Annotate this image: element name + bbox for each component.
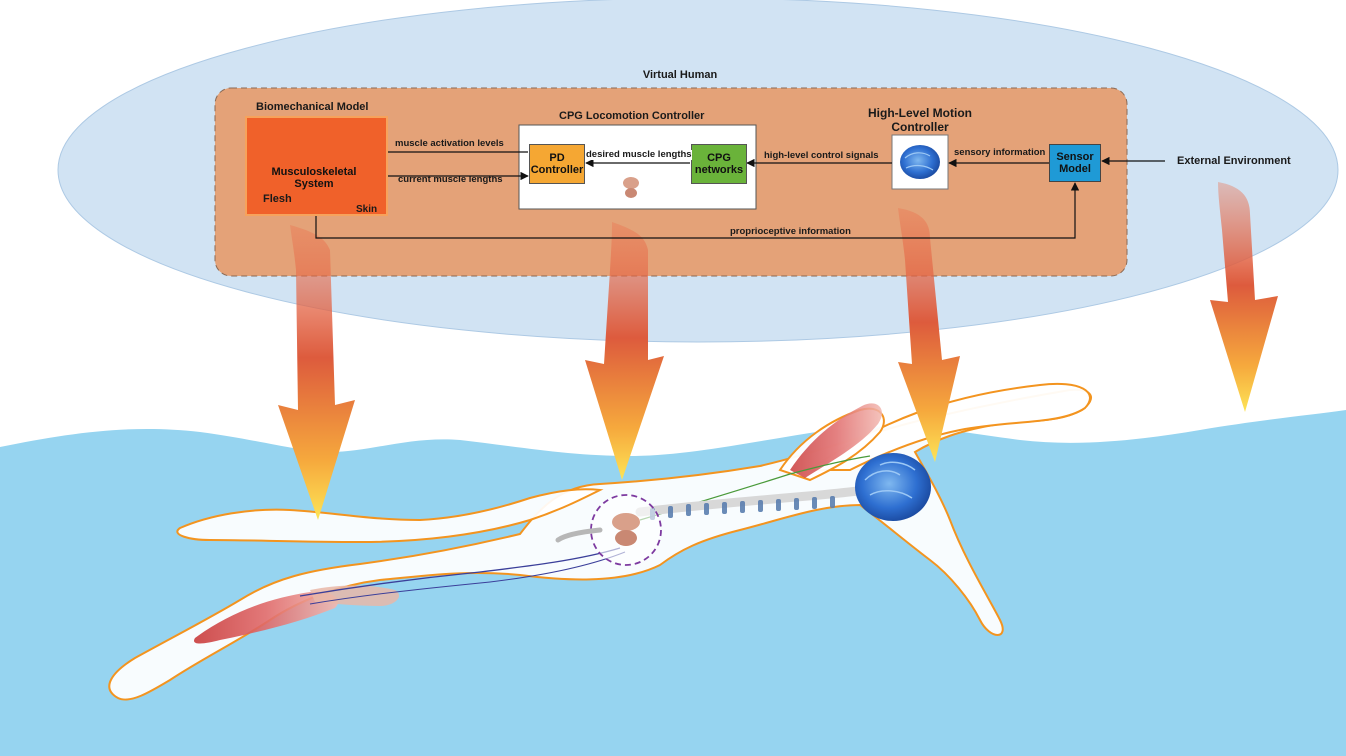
desired-lengths-label: desired muscle lengths xyxy=(586,150,692,160)
sensory-info-label: sensory information xyxy=(954,148,1045,158)
virtual-human-label: Virtual Human xyxy=(620,69,740,81)
skin-label: Skin xyxy=(356,204,377,215)
water-surface xyxy=(0,410,1346,756)
musculoskeletal-system-label: Musculoskeletal System xyxy=(262,162,366,194)
swimmer-brain-illustration xyxy=(855,453,931,521)
proprioceptive-label: proprioceptive information xyxy=(730,227,851,237)
high-level-control-label: high-level control signals xyxy=(764,151,879,161)
pd-controller-box: PD Controller xyxy=(529,144,585,184)
external-environment-label: External Environment xyxy=(1177,155,1291,167)
cpg-controller-title: CPG Locomotion Controller xyxy=(559,110,704,122)
sensor-model-box: Sensor Model xyxy=(1049,144,1101,182)
current-lengths-label: current muscle lengths xyxy=(398,175,503,185)
cpg-networks-box: CPG networks xyxy=(691,144,747,184)
flesh-label: Flesh xyxy=(263,193,292,205)
muscle-activation-label: muscle activation levels xyxy=(395,139,504,149)
brain-icon xyxy=(900,145,940,179)
high-level-controller-title: High-Level Motion Controller xyxy=(857,107,983,135)
biomechanical-model-title: Biomechanical Model xyxy=(256,101,368,113)
